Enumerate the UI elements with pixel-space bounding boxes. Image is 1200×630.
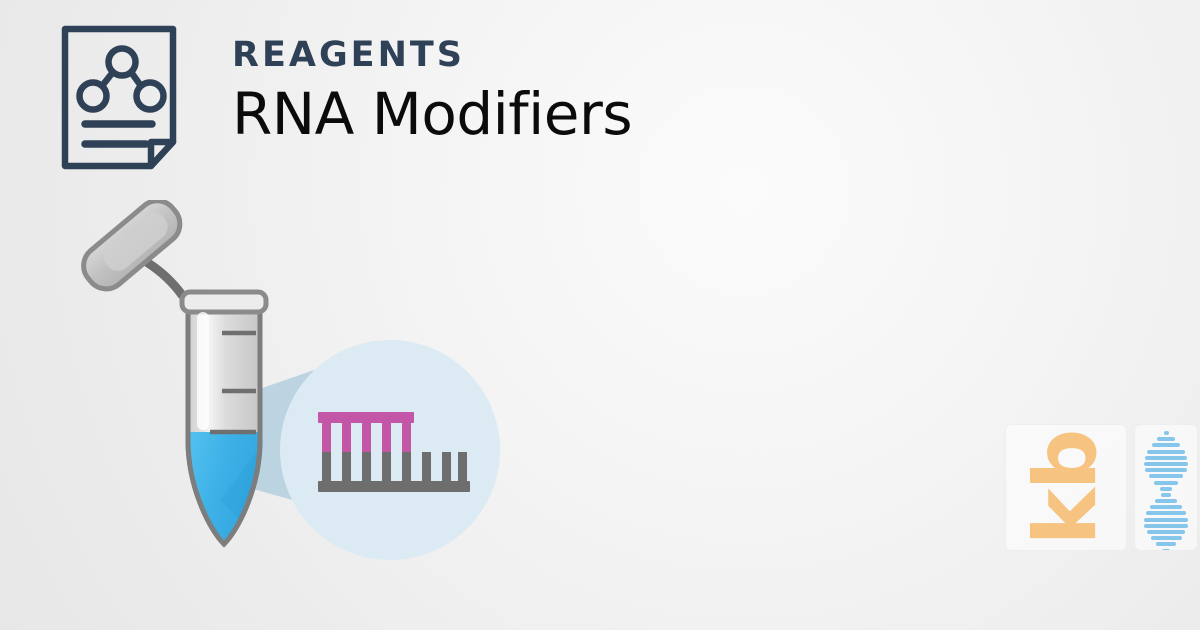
helix-bar <box>1155 542 1177 547</box>
helix-bar <box>1147 449 1185 454</box>
dna-strand-gray <box>318 452 470 492</box>
molecule-node-top <box>105 45 139 79</box>
dna-helix-card <box>1134 424 1198 551</box>
helix-bar <box>1144 517 1188 522</box>
helix-bar <box>1144 461 1188 466</box>
helix-bar <box>1150 536 1182 541</box>
helix-bar <box>1146 530 1186 534</box>
kb-glyph-label: kb <box>1016 430 1116 545</box>
tube-rim <box>179 289 269 315</box>
tube-cap <box>81 200 183 292</box>
helix-bar <box>1151 443 1181 448</box>
document-with-molecule-icon <box>61 25 177 170</box>
tube-highlight <box>197 312 209 430</box>
helix-bar <box>1153 480 1179 485</box>
helix-bar <box>1144 455 1188 460</box>
microcentrifuge-tube <box>81 200 269 548</box>
watermark-cards: kb <box>1005 424 1198 551</box>
helix-bar <box>1148 474 1184 479</box>
helix-bar <box>1163 431 1169 435</box>
page-title: RNA Modifiers <box>232 80 633 148</box>
kb-ladder-card: kb <box>1005 424 1127 551</box>
helix-bar <box>1145 468 1187 473</box>
helix-bar <box>1159 486 1173 491</box>
tube-graduation-marks <box>210 330 256 435</box>
helix-bar <box>1162 548 1170 550</box>
helix-bar <box>1144 523 1188 528</box>
molecule-node-left <box>76 79 110 113</box>
helix-bar <box>1149 505 1183 510</box>
tube-hinge <box>143 258 187 300</box>
tube-and-magnifier-illustration <box>81 200 500 560</box>
helix-bar <box>1146 511 1186 516</box>
dna-helix-icon <box>1135 431 1197 550</box>
banner-kicker: REAGENTS <box>232 35 465 75</box>
helix-bar <box>1157 437 1175 442</box>
rna-strand-magenta <box>318 412 414 454</box>
helix-bar <box>1161 492 1171 497</box>
helix-bar <box>1155 499 1177 504</box>
banner-heading-group: REAGENTS RNA Modifiers <box>232 35 633 148</box>
nucleic-acid-duplex <box>318 412 470 492</box>
molecule-node-right <box>133 79 167 113</box>
document-text-lines <box>81 120 156 148</box>
